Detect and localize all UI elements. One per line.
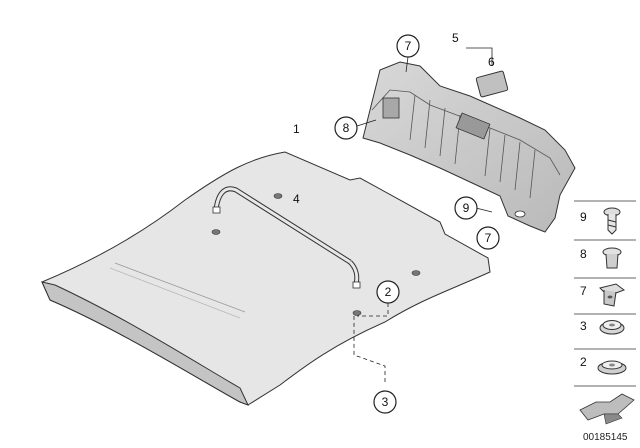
- legend-label-8: 8: [580, 247, 587, 261]
- callout-3: 3: [373, 390, 397, 414]
- legend-label-3: 3: [580, 319, 587, 333]
- callout-7-bottom: 7: [476, 226, 500, 250]
- callout-5: 5: [452, 31, 459, 45]
- svg-text:9: 9: [463, 201, 470, 215]
- svg-text:3: 3: [382, 395, 389, 409]
- rear-panel: [362, 61, 576, 233]
- callout-7-top: 7: [396, 34, 420, 58]
- screw-icon: [603, 207, 621, 235]
- callout-2: 2: [376, 280, 400, 304]
- callout-4: 4: [293, 192, 300, 206]
- svg-text:2: 2: [385, 285, 392, 299]
- legend-label-7: 7: [580, 284, 587, 298]
- legend-label-9: 9: [580, 210, 587, 224]
- callout-8: 8: [334, 116, 358, 140]
- arrow-icon: [579, 393, 635, 425]
- svg-text:7: 7: [405, 39, 412, 53]
- reference-number: 00185145: [583, 432, 628, 443]
- parts-legend: 9 8 7 3 2: [574, 200, 636, 443]
- support-rod: [212, 186, 361, 289]
- floor-panel: [41, 151, 491, 406]
- patch-insert: [475, 70, 509, 98]
- round-clip-icon: [599, 320, 625, 335]
- svg-text:7: 7: [485, 231, 492, 245]
- callout-1: 1: [293, 122, 300, 136]
- callout-6: 6: [488, 55, 495, 69]
- svg-text:8: 8: [343, 121, 350, 135]
- flat-clip-icon: [597, 360, 627, 375]
- clip-nut-icon: [599, 283, 626, 307]
- leader-lines: [353, 47, 493, 382]
- expanding-rivet-icon: [602, 247, 622, 269]
- legend-label-2: 2: [580, 355, 587, 369]
- callout-9: 9: [454, 196, 478, 220]
